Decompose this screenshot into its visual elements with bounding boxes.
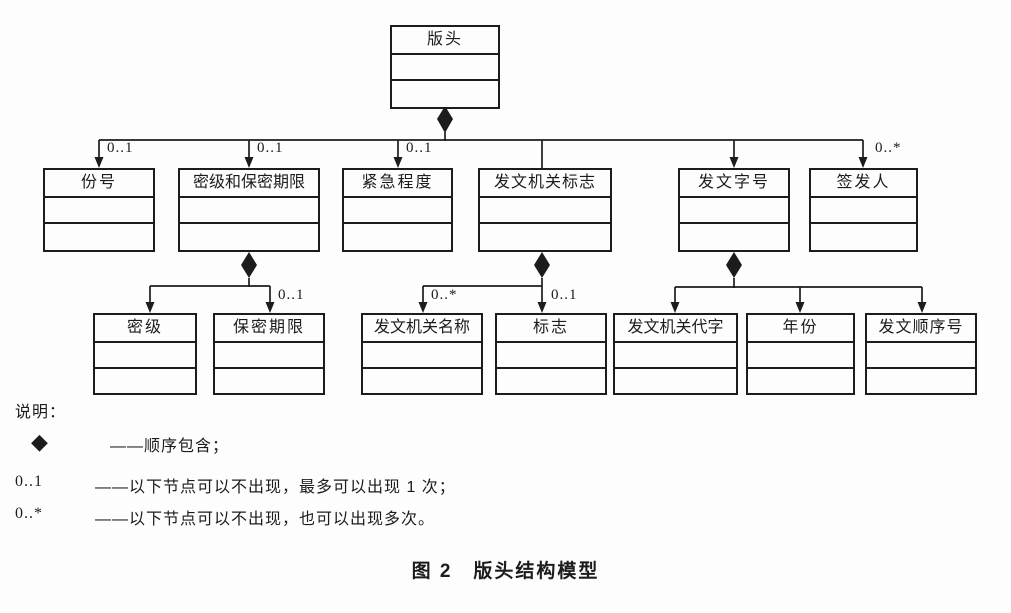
legend-item-text: ——以下节点可以不出现，也可以出现多次。 [95,511,436,528]
uml-class-jinji-chengdu: 紧急程度 [342,168,453,252]
class-compartment [615,343,736,369]
uml-class-miji: 密级 [93,313,197,395]
arrowhead-jiguan-mingcheng [418,302,428,313]
class-title: 发文机关名称 [363,315,481,343]
class-compartment [748,343,853,369]
multiplicity-label-fenhao: 0..1 [107,140,134,156]
uml-class-qianfaren: 签发人 [809,168,918,252]
class-compartment [344,224,451,250]
class-compartment [811,198,916,224]
uml-class-fawen-shunxuhao: 发文顺序号 [865,313,977,395]
arrowhead-fenhao [94,157,104,168]
uml-class-nianfen: 年份 [746,313,855,395]
class-compartment [180,198,318,224]
class-compartment [344,198,451,224]
class-title: 年份 [748,315,853,343]
multiplicity-label-jiguan-mingcheng: 0..* [431,287,458,303]
arrowhead-qianfaren [858,157,868,168]
class-compartment [180,224,318,250]
class-title: 发文顺序号 [867,315,975,343]
uml-class-fawen-jiguan-mingcheng: 发文机关名称 [361,313,483,395]
arrowhead-fawen-zihao [729,157,739,168]
legend-item-text: ——顺序包含； [110,438,230,455]
multiplicity-label-miji-qixian: 0..1 [257,140,284,156]
class-title: 发文机关代字 [615,315,736,343]
uml-class-baomi-qixian: 保密期限 [213,313,325,395]
class-compartment [497,369,605,395]
multiplicity-zero-many-symbol: 0..* [15,505,43,522]
multiplicity-label-jinji: 0..1 [406,140,433,156]
legend-item-zero-many: 0..* ——以下节点可以不出现，也可以出现多次。 [15,505,435,529]
class-compartment [480,198,610,224]
uml-class-fawen-jiguan-daizi: 发文机关代字 [613,313,738,395]
class-compartment [215,369,323,395]
legend-item-zero-one: 0..1 ——以下节点可以不出现，最多可以出现 1 次； [15,473,456,497]
class-compartment [615,369,736,395]
arrowhead-miji [145,302,155,313]
class-compartment [45,198,153,224]
class-compartment [680,198,788,224]
uml-class-miji-he-baomi-qixian: 密级和保密期限 [178,168,320,252]
class-title: 份号 [45,170,153,198]
arrowhead-jinji [393,157,403,168]
arrowhead-baomi-qixian [265,302,275,313]
class-title: 发文机关标志 [480,170,610,198]
legend-item-text: ——以下节点可以不出现，最多可以出现 1 次； [95,479,456,496]
class-compartment [363,369,481,395]
class-title: 发文字号 [680,170,788,198]
class-compartment [867,369,975,395]
class-compartment [45,224,153,250]
arrowhead-jiguan-daizi [670,302,680,313]
class-compartment [392,55,498,81]
aggregation-diamond-symbol: ◆ [31,429,49,454]
uml-class-biaozhi: 标志 [495,313,607,395]
arrowhead-shunxuhao [917,302,927,313]
legend-heading: 说明： [15,404,67,421]
aggregation-diamond-fawen-biaozhi [534,252,550,278]
uml-class-bantou: 版头 [390,25,500,109]
uml-class-fenhao: 份号 [43,168,155,252]
class-compartment [363,343,481,369]
class-compartment [748,369,853,395]
class-compartment [480,224,610,250]
class-compartment [811,224,916,250]
class-compartment [215,343,323,369]
arrowhead-biaozhi [537,302,547,313]
class-title: 版头 [392,27,498,55]
arrowhead-nianfen [795,302,805,313]
multiplicity-zero-one-symbol: 0..1 [15,473,43,490]
aggregation-diamond-miji-qixian [241,252,257,278]
class-compartment [95,343,195,369]
class-compartment [867,343,975,369]
class-title: 密级 [95,315,195,343]
class-compartment [392,81,498,107]
class-compartment [497,343,605,369]
uml-class-fawen-zihao: 发文字号 [678,168,790,252]
multiplicity-label-baomi-qixian: 0..1 [278,287,305,303]
class-title: 密级和保密期限 [180,170,318,198]
multiplicity-label-biaozhi: 0..1 [551,287,578,303]
aggregation-diamond-root [437,106,453,133]
class-title: 紧急程度 [344,170,451,198]
class-title: 标志 [497,315,605,343]
legend-item-diamond: ◆ ——顺序包含； [15,429,230,456]
multiplicity-label-qianfaren: 0..* [875,140,902,156]
class-title: 签发人 [811,170,916,198]
class-title: 保密期限 [215,315,323,343]
uml-class-fawen-jiguan-biaozhi: 发文机关标志 [478,168,612,252]
arrowhead-miji-qixian [244,157,254,168]
aggregation-diamond-fawen-zihao [726,252,742,278]
class-compartment [95,369,195,395]
figure-caption: 图 2 版头结构模型 [411,561,600,582]
class-compartment [680,224,788,250]
